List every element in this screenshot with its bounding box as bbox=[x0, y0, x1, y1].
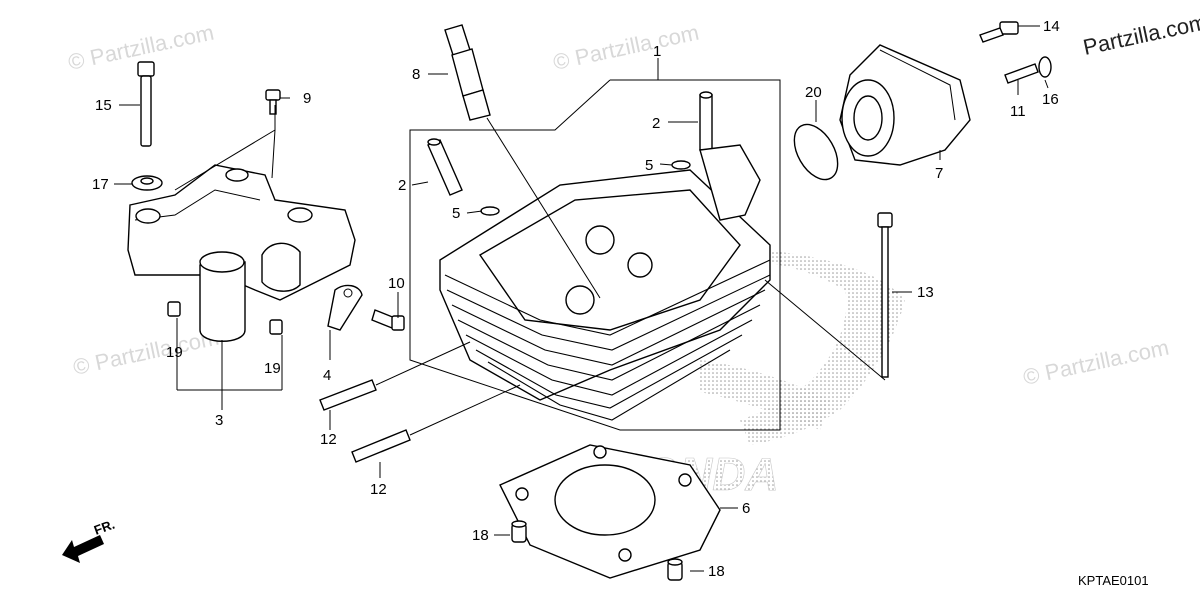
callout-6: 6 bbox=[742, 500, 750, 517]
arrow-icon bbox=[62, 535, 104, 563]
callout-10: 10 bbox=[388, 275, 405, 292]
rocker-arm-holder bbox=[127, 164, 356, 342]
bolt-15 bbox=[137, 61, 155, 147]
gasket-6 bbox=[499, 444, 721, 579]
front-marker-label: FR. bbox=[92, 517, 117, 538]
callout-15: 15 bbox=[95, 97, 112, 114]
bolt-10 bbox=[371, 309, 405, 331]
callout-3: 3 bbox=[215, 412, 223, 429]
callout-19a: 19 bbox=[166, 344, 183, 361]
callout-18b: 18 bbox=[708, 563, 725, 580]
callout-20: 20 bbox=[805, 84, 822, 101]
leader-lines bbox=[114, 25, 1049, 572]
callout-11: 11 bbox=[1010, 103, 1026, 120]
callout-4: 4 bbox=[323, 367, 331, 384]
callout-labels: 1 2 2 3 4 5 5 6 7 8 9 10 11 12 12 13 14 … bbox=[92, 18, 1060, 580]
callout-16: 16 bbox=[1042, 91, 1059, 108]
cylinder-head-assembly-outline bbox=[409, 79, 781, 431]
callout-14: 14 bbox=[1043, 18, 1060, 35]
callout-9: 9 bbox=[303, 90, 311, 107]
callout-8: 8 bbox=[412, 66, 420, 83]
callout-2a: 2 bbox=[652, 115, 660, 132]
callout-5b: 5 bbox=[452, 205, 460, 222]
callout-18a: 18 bbox=[472, 527, 489, 544]
bolt-13 bbox=[877, 212, 893, 378]
cylinder-head-1 bbox=[439, 144, 771, 421]
watermark-text: © Partzilla.com bbox=[1021, 335, 1171, 390]
intake-manifold-7 bbox=[839, 44, 971, 166]
callout-19b: 19 bbox=[264, 360, 281, 377]
o-ring-20 bbox=[793, 123, 839, 181]
dowel-18a bbox=[511, 520, 527, 543]
dowel-18b bbox=[667, 558, 683, 581]
callout-5a: 5 bbox=[645, 157, 653, 174]
washer-16 bbox=[1038, 56, 1052, 78]
watermark-text: © Partzilla.com bbox=[551, 20, 701, 75]
watermark-text: © Partzilla.com bbox=[71, 325, 221, 380]
clip-5b bbox=[480, 206, 500, 216]
spark-plug-8 bbox=[444, 24, 491, 121]
bolt-9 bbox=[265, 89, 281, 115]
stud-12b bbox=[351, 429, 411, 463]
callout-7: 7 bbox=[935, 165, 943, 182]
callout-12a: 12 bbox=[320, 431, 337, 448]
callout-13: 13 bbox=[917, 284, 934, 301]
washer-17 bbox=[131, 175, 163, 191]
bracket-4 bbox=[327, 284, 363, 331]
clip-5a bbox=[671, 160, 691, 170]
callout-1: 1 bbox=[653, 43, 661, 60]
watermark-text: Partzilla.com bbox=[1081, 9, 1200, 60]
bolt-11 bbox=[1004, 63, 1039, 84]
valve-guide-2a bbox=[699, 91, 713, 151]
valve-guide-2b bbox=[427, 138, 463, 196]
callout-17: 17 bbox=[92, 176, 109, 193]
callout-12b: 12 bbox=[370, 481, 387, 498]
stud-12a bbox=[319, 379, 377, 411]
diagram-code: KPTAE0101 bbox=[1078, 573, 1149, 588]
bolt-14 bbox=[979, 21, 1019, 43]
callout-2b: 2 bbox=[398, 177, 406, 194]
front-direction-marker: FR. bbox=[62, 517, 117, 563]
